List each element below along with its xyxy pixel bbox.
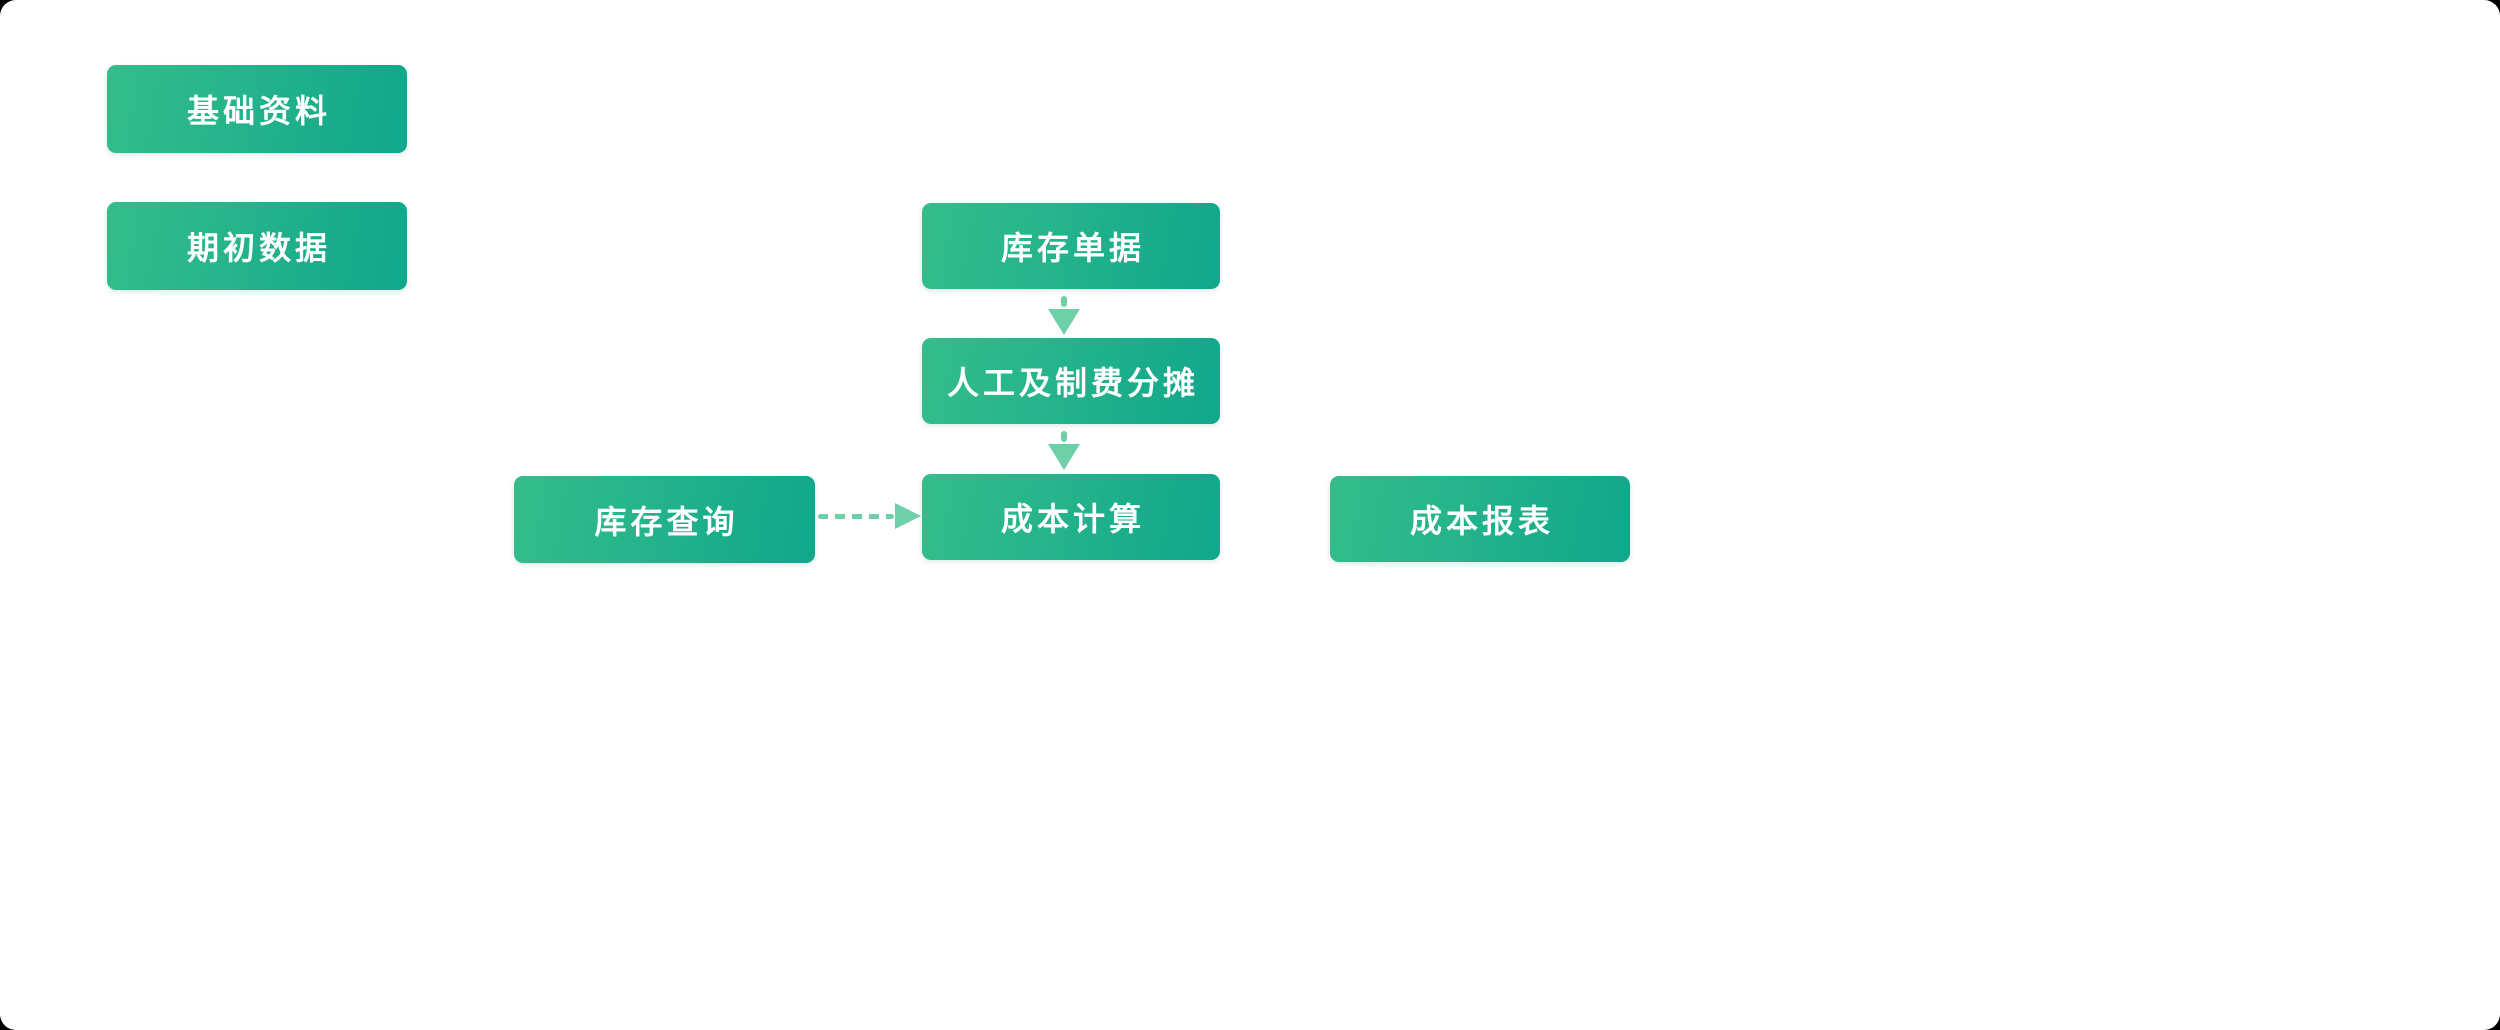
node-opening-data[interactable]: 期初数据 bbox=[107, 202, 407, 290]
dashed-line bbox=[1061, 296, 1067, 307]
arrowhead-down-icon bbox=[1048, 309, 1080, 335]
node-labor-expense-allocation[interactable]: 人工及制费分摊 bbox=[922, 338, 1220, 424]
arrowhead-down-icon bbox=[1048, 444, 1080, 470]
node-cost-report[interactable]: 成本报表 bbox=[1330, 476, 1630, 562]
dashed-line bbox=[1061, 431, 1067, 442]
node-basic-data[interactable]: 基础资料 bbox=[107, 65, 407, 153]
arrowhead-right-icon bbox=[895, 503, 921, 529]
node-inventory-query[interactable]: 库存查询 bbox=[514, 476, 815, 563]
dashed-line bbox=[818, 514, 894, 519]
node-cost-calculation[interactable]: 成本计算 bbox=[922, 474, 1220, 560]
node-inventory-documents[interactable]: 库存单据 bbox=[922, 203, 1220, 289]
